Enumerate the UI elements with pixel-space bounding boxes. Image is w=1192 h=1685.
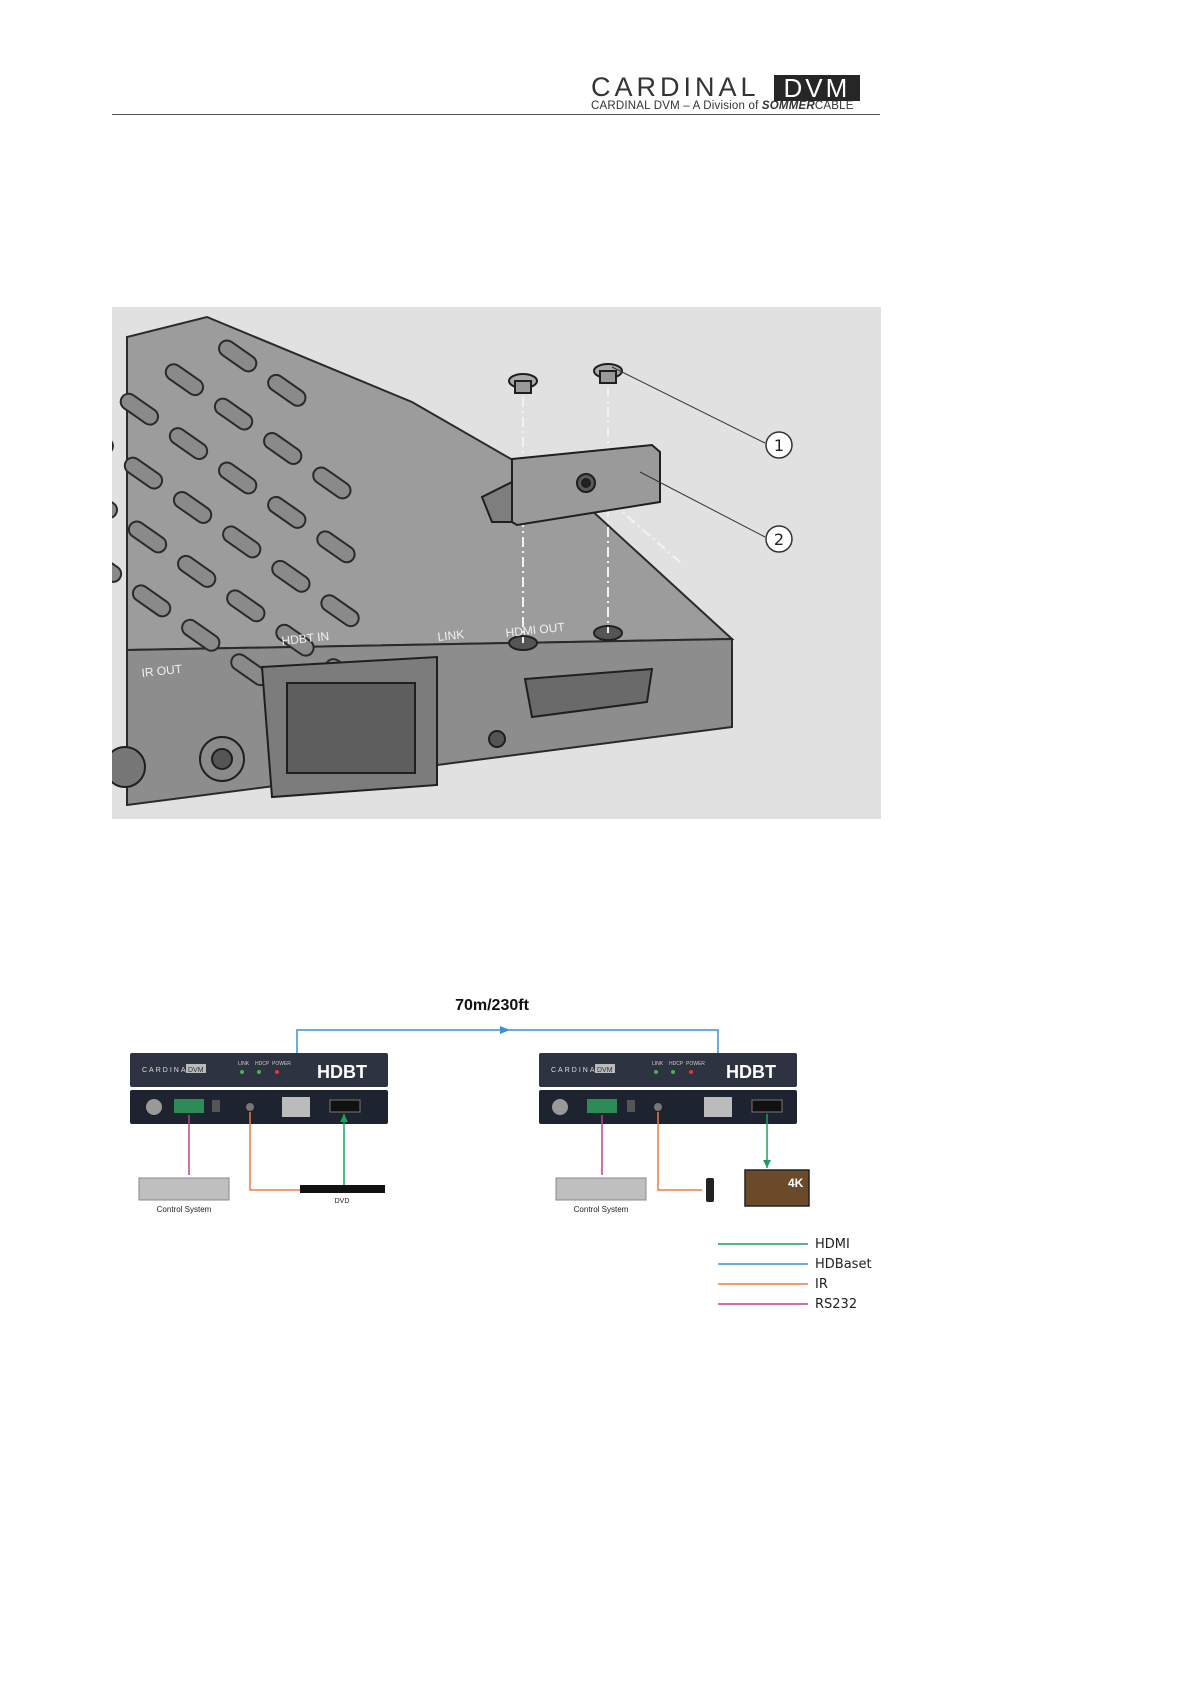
legend: HDMI HDBaset IR RS232 <box>718 1237 872 1312</box>
screws <box>509 364 622 393</box>
brand-logo: CARDINAL DVM <box>591 72 860 103</box>
svg-text:LINK: LINK <box>238 1061 250 1067</box>
legend-hdmi: HDMI <box>815 1237 850 1252</box>
svg-text:POWER: POWER <box>272 1061 291 1067</box>
right-badge: DVM <box>597 1067 613 1074</box>
left-hdbt-logo: HDBT <box>317 1062 367 1082</box>
label-link: LINK <box>437 627 465 644</box>
brand-name: CARDINAL <box>591 72 760 103</box>
connection-diagram: 70m/230ft CARDINAL DVM LINK HDCP POWER H… <box>112 990 892 1320</box>
right-unit: CARDINAL DVM LINK HDCP POWER HDBT Contro… <box>539 1053 809 1214</box>
svg-text:POWER: POWER <box>686 1061 705 1067</box>
left-unit: CARDINAL DVM LINK HDCP POWER HDBT Contro… <box>130 1053 388 1214</box>
svg-text:HDCP: HDCP <box>669 1061 684 1067</box>
callout-1: 1 <box>766 432 792 458</box>
distance-label: 70m/230ft <box>455 997 529 1014</box>
tv-label: 4K <box>788 1176 804 1190</box>
brand-subtitle-suffix: CABLE <box>815 100 854 112</box>
hdbaset-arrow <box>500 1026 510 1034</box>
left-badge: DVM <box>188 1067 204 1074</box>
svg-text:LINK: LINK <box>652 1061 664 1067</box>
right-control-label: Control System <box>574 1205 629 1214</box>
svg-text:2: 2 <box>774 530 784 549</box>
header-rule <box>112 114 880 115</box>
callout-2: 2 <box>766 526 792 552</box>
svg-text:HDCP: HDCP <box>255 1061 270 1067</box>
link-led <box>489 731 505 747</box>
mounting-drawing: 1 2 IR OUT HDBT IN LINK HDMI OUT <box>112 307 881 819</box>
left-control-label: Control System <box>157 1205 212 1214</box>
legend-hdbaset: HDBaset <box>815 1257 872 1272</box>
left-brand: CARDINAL <box>142 1067 193 1074</box>
right-hdbt-logo: HDBT <box>726 1062 776 1082</box>
dvd-label: DVD <box>335 1198 350 1205</box>
brand-badge: DVM <box>774 75 861 101</box>
connection-drawing: 70m/230ft CARDINAL DVM LINK HDCP POWER H… <box>112 990 892 1320</box>
right-brand: CARDINAL <box>551 1067 602 1074</box>
brand-subtitle: CARDINAL DVM – A Division of SOMMERCABLE <box>591 100 854 112</box>
svg-text:1: 1 <box>774 436 784 455</box>
legend-rs232: RS232 <box>815 1297 857 1312</box>
legend-ir: IR <box>815 1277 828 1292</box>
brand-subtitle-brand: SOMMER <box>762 100 815 112</box>
mounting-illustration: 1 2 IR OUT HDBT IN LINK HDMI OUT <box>112 307 881 819</box>
brand-subtitle-prefix: CARDINAL DVM – A Division of <box>591 100 759 112</box>
